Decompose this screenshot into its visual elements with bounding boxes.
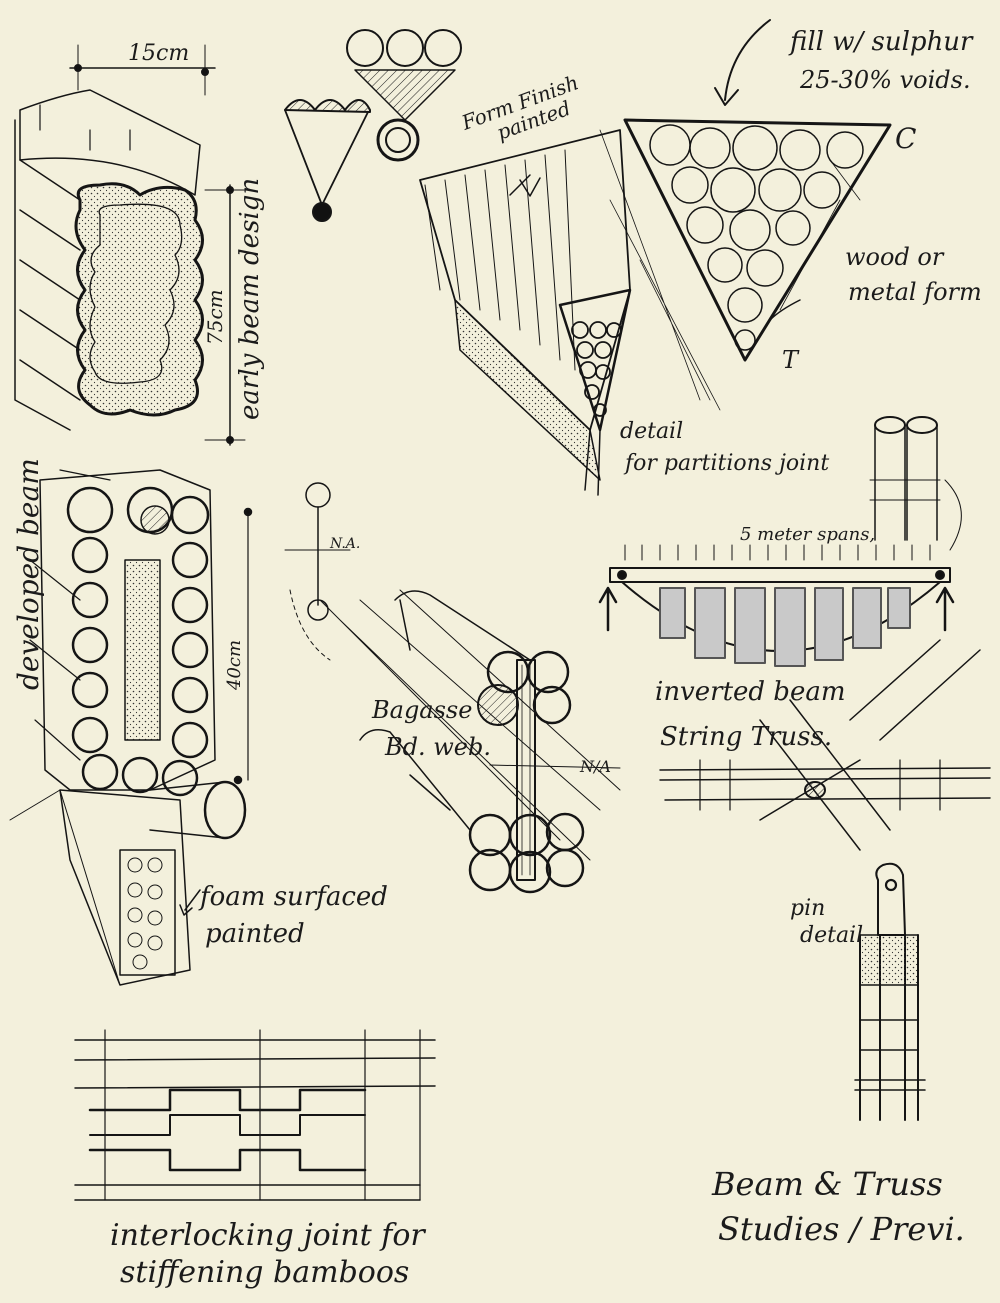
tension-mark: T [782,346,800,374]
wood-metal-label-1: wood or [845,243,945,271]
pin-detail-label-2: detail [800,923,863,948]
pin-detail-label-1: pin [790,896,825,921]
foam-surfaced-label-2: painted [205,919,305,949]
developed-beam-label: developed beam [12,458,45,690]
compression-mark: C [895,122,916,155]
dim-75cm-label: 75cm [203,289,227,345]
detail-partitions-label-1: detail [620,419,683,444]
sulphur-filled-triangle [599,19,892,411]
fill-sulphur-label-1: fill w/ sulphur [788,27,974,57]
pin-detail-sketch [854,862,926,1121]
foam-surfaced-label-1: foam surfaced [198,882,388,912]
inverted-beam-label-2: String Truss. [660,722,832,752]
dim-40cm-label: 40cm [224,640,245,691]
early-beam-sketch [14,44,246,446]
early-beam-design-label: early beam design [235,178,265,420]
spans-label: 5 meter spans, [740,524,875,545]
fill-sulphur-label-2: 25-30% voids. [799,66,971,94]
triangular-beam-sketch [419,129,632,496]
interlocking-label-2: stiffening bamboos [120,1255,409,1290]
small-truss-sections [284,29,462,222]
bagasse-i-beam-sketch [284,482,621,894]
bagasse-label-2: Bd. web. [384,733,491,761]
interlocking-joint-sketch [74,1029,436,1201]
bagasse-label-1: Bagasse [371,696,472,724]
sheet-title-line-1: Beam & Truss [711,1165,943,1203]
inverted-beam-label-1: inverted beam [655,677,846,707]
developed-beam-sketch [9,469,253,986]
string-truss-sketch [598,416,991,851]
wood-metal-label-2: metal form [848,278,982,306]
sheet-title-line-2: Studies / Previ. [718,1210,965,1248]
interlocking-label-1: interlocking joint for [110,1218,426,1253]
dim-15cm-label: 15cm [128,41,189,66]
neutral-axis-label-1: N.A. [329,536,360,552]
detail-partitions-label-2: for partitions joint [623,451,829,476]
neutral-axis-label-2: N/A [579,757,611,776]
